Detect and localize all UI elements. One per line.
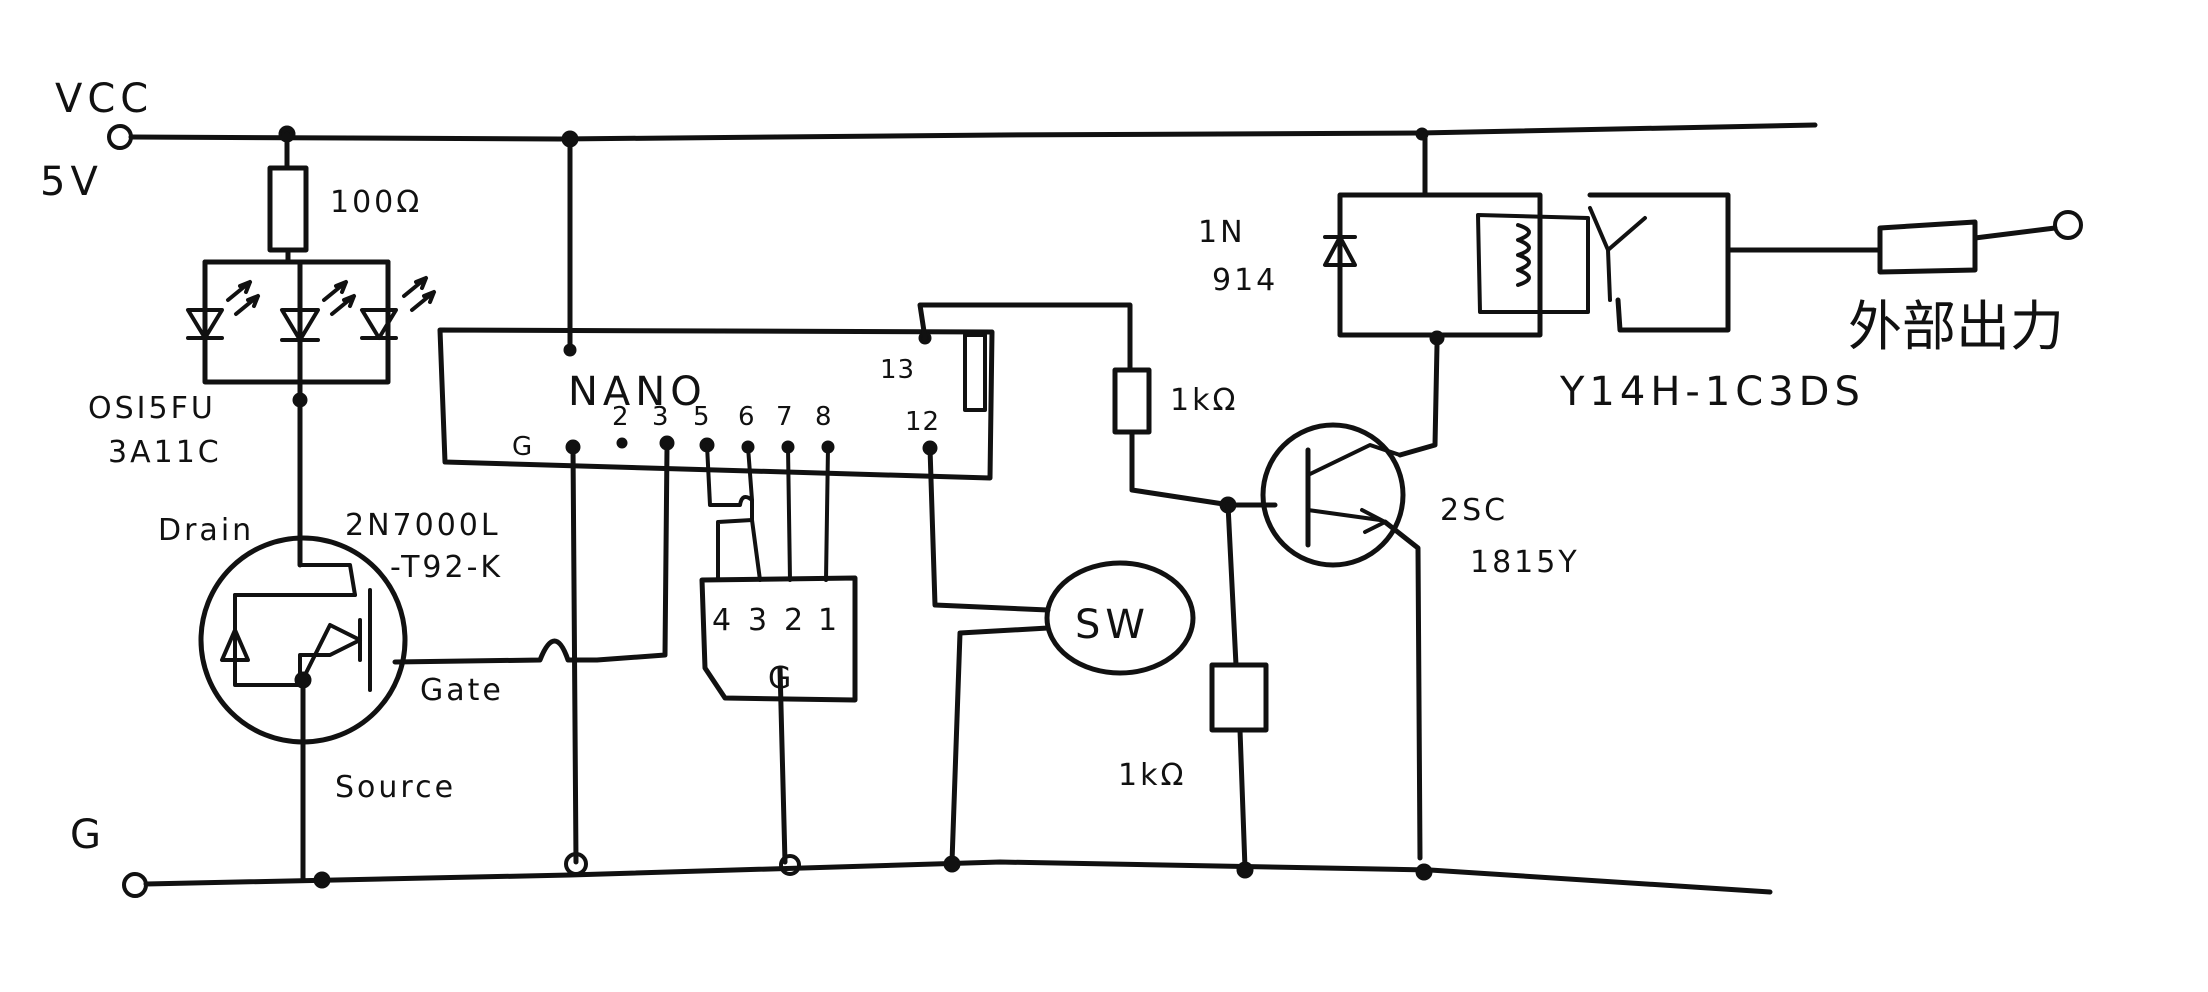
vcc-voltage-label: 5V <box>40 159 103 205</box>
base-network <box>917 302 1278 879</box>
nano-pin-g-label: G <box>512 432 533 462</box>
vcc-label: VCC <box>55 76 153 122</box>
resistor-100-ohm-label: 100Ω <box>330 185 422 220</box>
nano-pin-12-label: 12 <box>905 407 940 437</box>
ground-rail <box>122 859 1773 898</box>
led-1 <box>186 280 260 340</box>
junction-dot <box>1415 863 1433 881</box>
nano-pin-13-label: 13 <box>880 355 915 385</box>
relay-y14h <box>1476 192 2083 333</box>
dip-pin-label: 4 <box>712 603 734 638</box>
nano-pin-6-label: 6 <box>738 402 756 432</box>
output-terminal[interactable] <box>2053 210 2083 240</box>
transistor-2sc1815 <box>1260 330 1445 881</box>
nano-label: NANO <box>568 369 707 415</box>
junction-dot <box>779 854 801 876</box>
vcc-rail <box>107 122 1818 150</box>
dip-pin-label: 3 <box>748 603 770 638</box>
transistor-part-suffix-label: 1815Y <box>1470 545 1580 580</box>
led-part-suffix-label: 3A11C <box>108 435 222 470</box>
led-3 <box>360 276 436 340</box>
mosfet-2n7000 <box>198 422 670 889</box>
mosfet-gate-label: Gate <box>420 673 504 708</box>
resistor-1k-lower <box>1209 662 1269 733</box>
dip-switch-body <box>699 575 858 703</box>
junction-dot <box>1236 861 1254 879</box>
mosfet-drain-label: Drain <box>158 513 254 548</box>
mosfet-part-suffix-label: -T92-K <box>390 550 503 585</box>
junction-dot <box>564 852 588 876</box>
dip-pin-label: 1 <box>818 603 840 638</box>
junction-dot <box>292 392 308 408</box>
nano-pin-3-label: 3 <box>652 402 670 432</box>
resistor-1k-upper <box>1112 367 1152 435</box>
ground-terminal[interactable] <box>122 872 148 898</box>
diode-1n914 <box>1323 127 1543 338</box>
nano-pin-8-label: 8 <box>815 402 833 432</box>
led-part-label: OSI5FU <box>88 391 216 426</box>
diode-part-suffix-label: 914 <box>1212 263 1278 298</box>
switch-body[interactable] <box>1044 560 1196 676</box>
mosfet-part-label: 2N7000L <box>345 508 501 543</box>
relay-part-label: Y14H-1C3DS <box>1559 369 1865 415</box>
junction-dot <box>313 871 331 889</box>
nano-pin-5-label: 5 <box>693 402 711 432</box>
nano-body <box>437 327 995 481</box>
led-branch <box>186 125 436 428</box>
nano-pin-3[interactable] <box>659 435 675 451</box>
output-block <box>1877 219 1978 275</box>
external-output-label: 外部出力 <box>1848 295 2064 358</box>
arduino-nano <box>437 130 995 876</box>
switch-label: SW <box>1075 602 1150 648</box>
mosfet-source-label: Source <box>335 770 456 805</box>
vcc-terminal[interactable] <box>107 124 133 150</box>
nano-pin-2[interactable] <box>616 437 628 449</box>
transistor-body <box>1260 422 1406 568</box>
nano-pin-7-label: 7 <box>776 402 794 432</box>
led-2 <box>280 280 356 342</box>
nano-pin-2-label: 2 <box>612 402 630 432</box>
nano-vin-pin[interactable] <box>563 343 577 357</box>
transistor-part-label: 2SC <box>1440 493 1508 528</box>
push-switch <box>927 445 1196 873</box>
resistor-100-ohm <box>267 165 309 253</box>
junction-dot <box>943 855 961 873</box>
ground-label: G <box>70 812 106 858</box>
resistor-1k-upper-label: 1kΩ <box>1170 383 1238 418</box>
resistor-1k-lower-label: 1kΩ <box>1118 758 1186 793</box>
dip-switch <box>699 443 858 876</box>
dip-pin-label: 2 <box>784 603 806 638</box>
diode-part-label: 1N <box>1198 215 1246 250</box>
dip-common-label: G <box>768 661 794 696</box>
